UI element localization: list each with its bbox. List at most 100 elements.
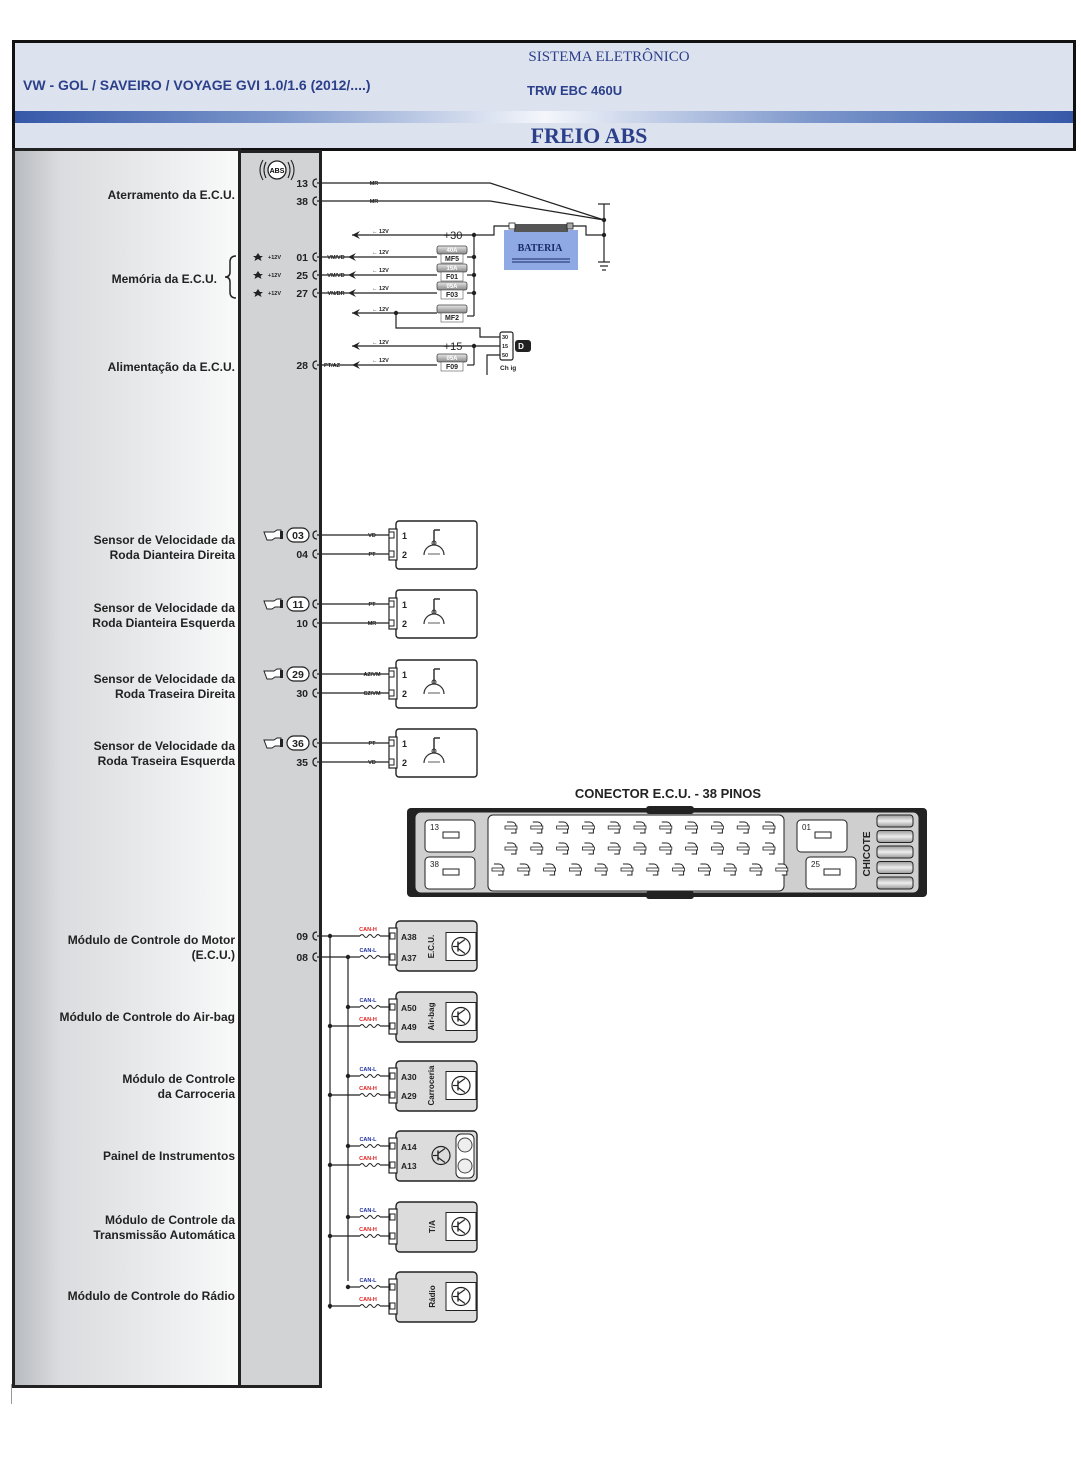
module-terminal [389,1283,396,1291]
connector-pin-blade [543,867,556,872]
pin-number: 25 [296,270,308,282]
pin-socket [312,252,318,262]
connector-pin-label: 01 [802,823,811,832]
twisted-pair [359,1215,381,1219]
pointing-hand-icon [263,668,283,680]
pin-number: 35 [296,757,308,769]
junction-dot [471,290,477,296]
wire-color: PT [368,552,376,558]
harness-latch [876,814,914,828]
pin-number: 36 [292,738,304,750]
fuse [436,245,468,264]
measurement-pin-marker [286,735,310,751]
pin-number: 27 [296,288,308,300]
wire-color: VN/BR [327,291,344,297]
label-ground: Aterramento da E.C.U. [107,188,235,202]
connector-pin-blade [711,846,724,851]
svg-text:ABS: ABS [270,168,285,175]
connector-key-top [646,806,694,814]
pin-socket [312,738,318,748]
transistor-circle [451,1006,471,1027]
pin-number: 29 [292,669,304,681]
fuse-name: F09 [446,364,458,371]
fuse-body [436,304,468,314]
pin-socket [312,688,318,698]
connector-pin-blade [633,825,647,830]
connector-pin-blade [607,825,621,830]
arrow-left-icon [348,289,356,297]
module-connector [388,998,398,1035]
wire-color: VD [368,533,376,539]
connector-pin-blade [607,846,621,851]
module-terminal-label: A38 [401,932,417,942]
transistor-icon [445,1282,477,1311]
voltage-arrow-label: ← 12V [372,307,389,313]
transistor-icon [431,1133,475,1179]
can-module [359,1201,478,1253]
module-model: TRW EBC 460U [527,83,623,98]
module-terminal-label: A37 [401,953,417,963]
can-signal-label: CAN-L [359,1137,377,1143]
battery-icon [504,222,578,270]
arrow-left-icon [352,231,360,239]
module-terminal [389,1003,396,1011]
junction-dot [345,1143,351,1149]
label-radio-module: Módulo de Controle do Rádio [67,1289,235,1303]
module-terminal [389,1142,396,1150]
ignition-50-wire [486,354,500,375]
fuse-label-box [440,361,464,372]
can-signal-label: CAN-L [359,1278,377,1284]
junction-dot [345,1284,351,1290]
transistor-lead [457,948,466,954]
pin-number: 10 [296,618,308,630]
connector-pin-blade [569,867,582,872]
terminal-number: 2 [402,689,407,699]
transistor-circle [431,1145,451,1166]
gauge [457,1137,473,1153]
fuse [436,353,468,372]
module-terminal [389,1232,396,1240]
cavity-terminal [814,831,832,839]
sensor-terminal [388,600,395,608]
can-module [359,991,478,1043]
label-sensor-fl: Sensor de Velocidade da Roda Dianteira E… [92,601,235,630]
harness-latch [876,830,914,843]
twisted-pair [359,1005,381,1009]
connector-pin-blade [582,846,595,851]
junction-dot [601,217,607,223]
ignition-key-label: D [518,342,524,351]
terminal-number: 1 [402,739,407,749]
junction-dot [327,1303,333,1309]
connector-pin-blade [659,846,673,851]
battery-negative-wire [573,225,604,236]
memory-note: +12V [268,291,281,297]
wire-color: PT/AZ [324,363,341,369]
ignition-label: Ch ig [500,365,516,372]
connector-pin-blade [646,867,660,872]
wire-color: MR [368,621,377,627]
connector-pin-blade [736,846,750,851]
abs-ecu-block [238,150,322,1388]
connector-pin-blade [633,846,647,851]
wheel-speed-sensor [388,589,478,639]
junction-dot [345,1004,351,1010]
connector-pin-blade [620,867,634,872]
connector-pin-blade [711,825,724,830]
fuse-label-box [440,289,464,300]
terminal-number: 2 [402,550,407,560]
sensor-terminal [388,689,395,697]
voltage-arrow-label: ← 12V [372,340,389,346]
fuse [436,304,468,323]
voltage-arrow-label: ← 12V [372,250,389,256]
sensor-terminal [388,739,395,747]
hand-cuff [280,600,283,608]
terminal-number: 1 [402,670,407,680]
hand-shape [263,737,282,749]
can-signal-label: CAN-H [359,927,377,933]
module-terminal [389,1161,396,1169]
system-category: SISTEMA ELETRÔNICO [528,49,690,65]
arrow-left-icon [352,342,360,350]
harness-latch [876,845,914,859]
